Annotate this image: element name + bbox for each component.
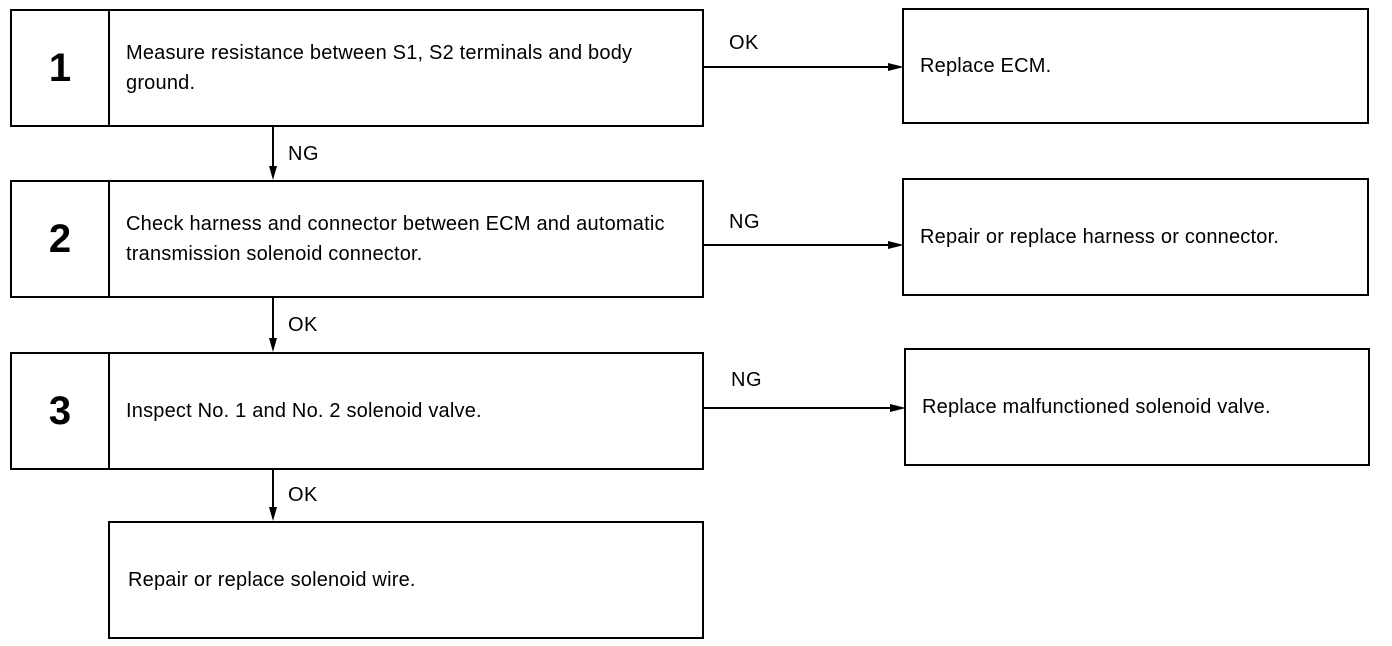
arrowhead-down-3 xyxy=(269,507,277,521)
step-text-3: Inspect No. 1 and No. 2 solenoid valve. xyxy=(126,354,690,468)
step-number-1: 1 xyxy=(12,11,110,125)
down-label-1: NG xyxy=(288,143,319,165)
arrowhead-down-2 xyxy=(269,338,277,352)
step-text-3-content: Inspect No. 1 and No. 2 solenoid valve. xyxy=(126,400,482,422)
branch-label-1: OK xyxy=(729,32,759,54)
step-number-2: 2 xyxy=(12,182,110,296)
step-text-1-content: Measure resistance between S1, S2 termin… xyxy=(126,42,633,94)
result-text-3: Replace malfunctioned solenoid valve. xyxy=(922,396,1271,418)
step-box-2: 2 Check harness and connector between EC… xyxy=(10,180,704,298)
branch-label-3: NG xyxy=(731,369,762,391)
final-action-text: Repair or replace solenoid wire. xyxy=(128,569,416,591)
result-box-2: Repair or replace harness or connector. xyxy=(902,178,1369,296)
step-text-2: Check harness and connector between ECM … xyxy=(126,182,690,296)
down-label-3: OK xyxy=(288,484,318,506)
step-number-3: 3 xyxy=(12,354,110,468)
step-text-2-content: Check harness and connector between ECM … xyxy=(126,213,665,265)
final-action-box: Repair or replace solenoid wire. xyxy=(108,521,704,639)
result-box-1: Replace ECM. xyxy=(902,8,1369,124)
result-text-2: Repair or replace harness or connector. xyxy=(920,226,1280,248)
step-text-1: Measure resistance between S1, S2 termin… xyxy=(126,11,690,125)
down-label-2: OK xyxy=(288,314,318,336)
result-box-3: Replace malfunctioned solenoid valve. xyxy=(904,348,1370,466)
arrowhead-down-1 xyxy=(269,166,277,180)
result-text-1: Replace ECM. xyxy=(920,55,1052,77)
step-box-1: 1 Measure resistance between S1, S2 term… xyxy=(10,9,704,127)
branch-label-2: NG xyxy=(729,211,760,233)
step-box-3: 3 Inspect No. 1 and No. 2 solenoid valve… xyxy=(10,352,704,470)
